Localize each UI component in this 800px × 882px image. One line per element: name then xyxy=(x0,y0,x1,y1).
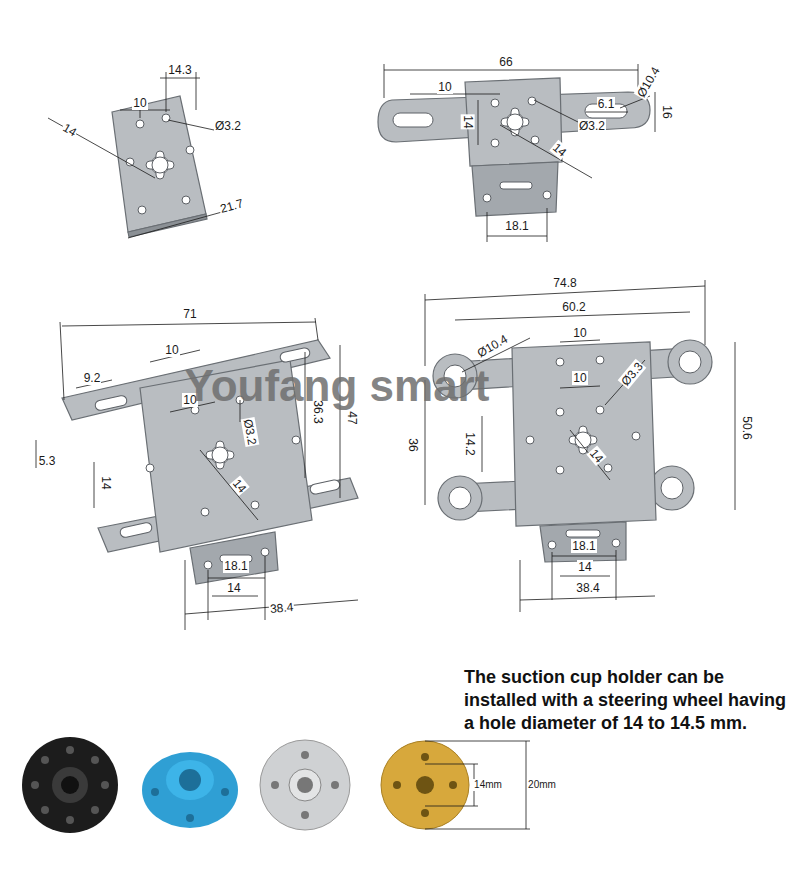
watermark: Youfang smart xyxy=(185,361,490,411)
dimension-label: 20mm xyxy=(527,779,557,791)
dimension-label: 14mm xyxy=(473,779,503,791)
dimension-label: 14.3 xyxy=(167,63,192,77)
note-text: The suction cup holder can be installed … xyxy=(464,666,794,735)
dimension-label: 10 xyxy=(572,371,587,385)
dimension-label: 14 xyxy=(60,120,80,140)
dimension-label: 60.2 xyxy=(561,300,586,314)
dimension-label: 9.2 xyxy=(83,371,102,385)
dimension-label: 14 xyxy=(226,581,241,595)
dimension-label: 5.3 xyxy=(38,454,57,468)
dimension-label: 14 xyxy=(461,114,475,129)
dimension-label: 38.4 xyxy=(575,581,600,595)
dimension-label: 18.1 xyxy=(504,219,529,233)
dimension-label: 10 xyxy=(132,96,147,110)
dimension-label: 71 xyxy=(182,307,197,321)
dimension-label: 10 xyxy=(164,343,179,357)
dimension-label: 38.4 xyxy=(269,600,295,616)
dimension-label: 50.6 xyxy=(740,415,754,440)
dimension-label: 47 xyxy=(345,410,359,425)
dimension-label: 6.1 xyxy=(597,97,616,111)
dimension-label: 10 xyxy=(572,326,587,340)
dimension-label: Ø3.2 xyxy=(578,119,606,133)
dimension-label: 74.8 xyxy=(552,276,577,290)
dimension-label: 18.1 xyxy=(571,539,596,553)
dimension-label: 36 xyxy=(406,437,420,452)
dimension-label: 18.1 xyxy=(223,559,248,573)
dimension-label: 14 xyxy=(577,560,592,574)
dimension-label: 14.2 xyxy=(463,431,477,456)
dimension-label: 21.7 xyxy=(218,196,246,216)
dimension-label: 66 xyxy=(498,55,513,69)
dimension-label: Ø3.2 xyxy=(214,119,242,133)
servo-horns xyxy=(22,737,530,833)
dimension-label: Ø10.4 xyxy=(473,331,510,360)
dimension-label: 10 xyxy=(437,80,452,94)
dimension-label: 14 xyxy=(99,475,113,490)
dimension-label: 16 xyxy=(660,104,674,119)
